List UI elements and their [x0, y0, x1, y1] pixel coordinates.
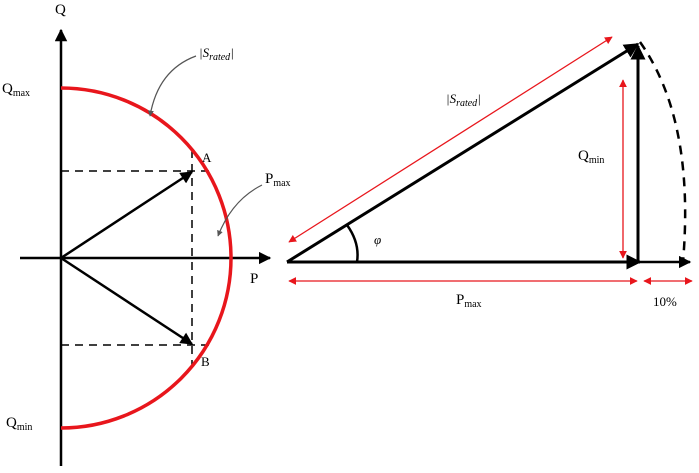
srated-label-left: |Srated| [199, 45, 234, 63]
phi-label: φ [374, 232, 381, 247]
q-axis-label: Q [55, 2, 66, 18]
pmax-label-left: Pmax [265, 171, 291, 189]
left-capability-plot: Q P Qmax Qmin Pmax A B |Srated| [2, 2, 291, 466]
phi-angle-arc [345, 224, 359, 263]
dashed-extension-arc [638, 41, 687, 263]
pmax-label-right: Pmax [456, 292, 482, 310]
srated-dimension [288, 36, 613, 243]
qmin-label-left: Qmin [6, 415, 32, 433]
srated-label-right: |Srated| [446, 91, 481, 109]
vector-b [60, 256, 194, 346]
qmax-label: Qmax [2, 81, 30, 99]
pmax-pointer-arrow [217, 184, 263, 237]
srated-pointer-arrow [147, 55, 197, 117]
point-b-label: B [201, 354, 210, 369]
point-a-label: A [202, 150, 212, 165]
qmin-label-right: Qmin [578, 148, 604, 166]
right-triangle-plot: |Srated| φ Qmin Pmax 10% [286, 36, 693, 310]
vector-a [60, 170, 194, 260]
srated-arc [60, 86, 233, 430]
p-axis-label: P [250, 271, 258, 287]
ten-percent-label: 10% [653, 294, 677, 309]
